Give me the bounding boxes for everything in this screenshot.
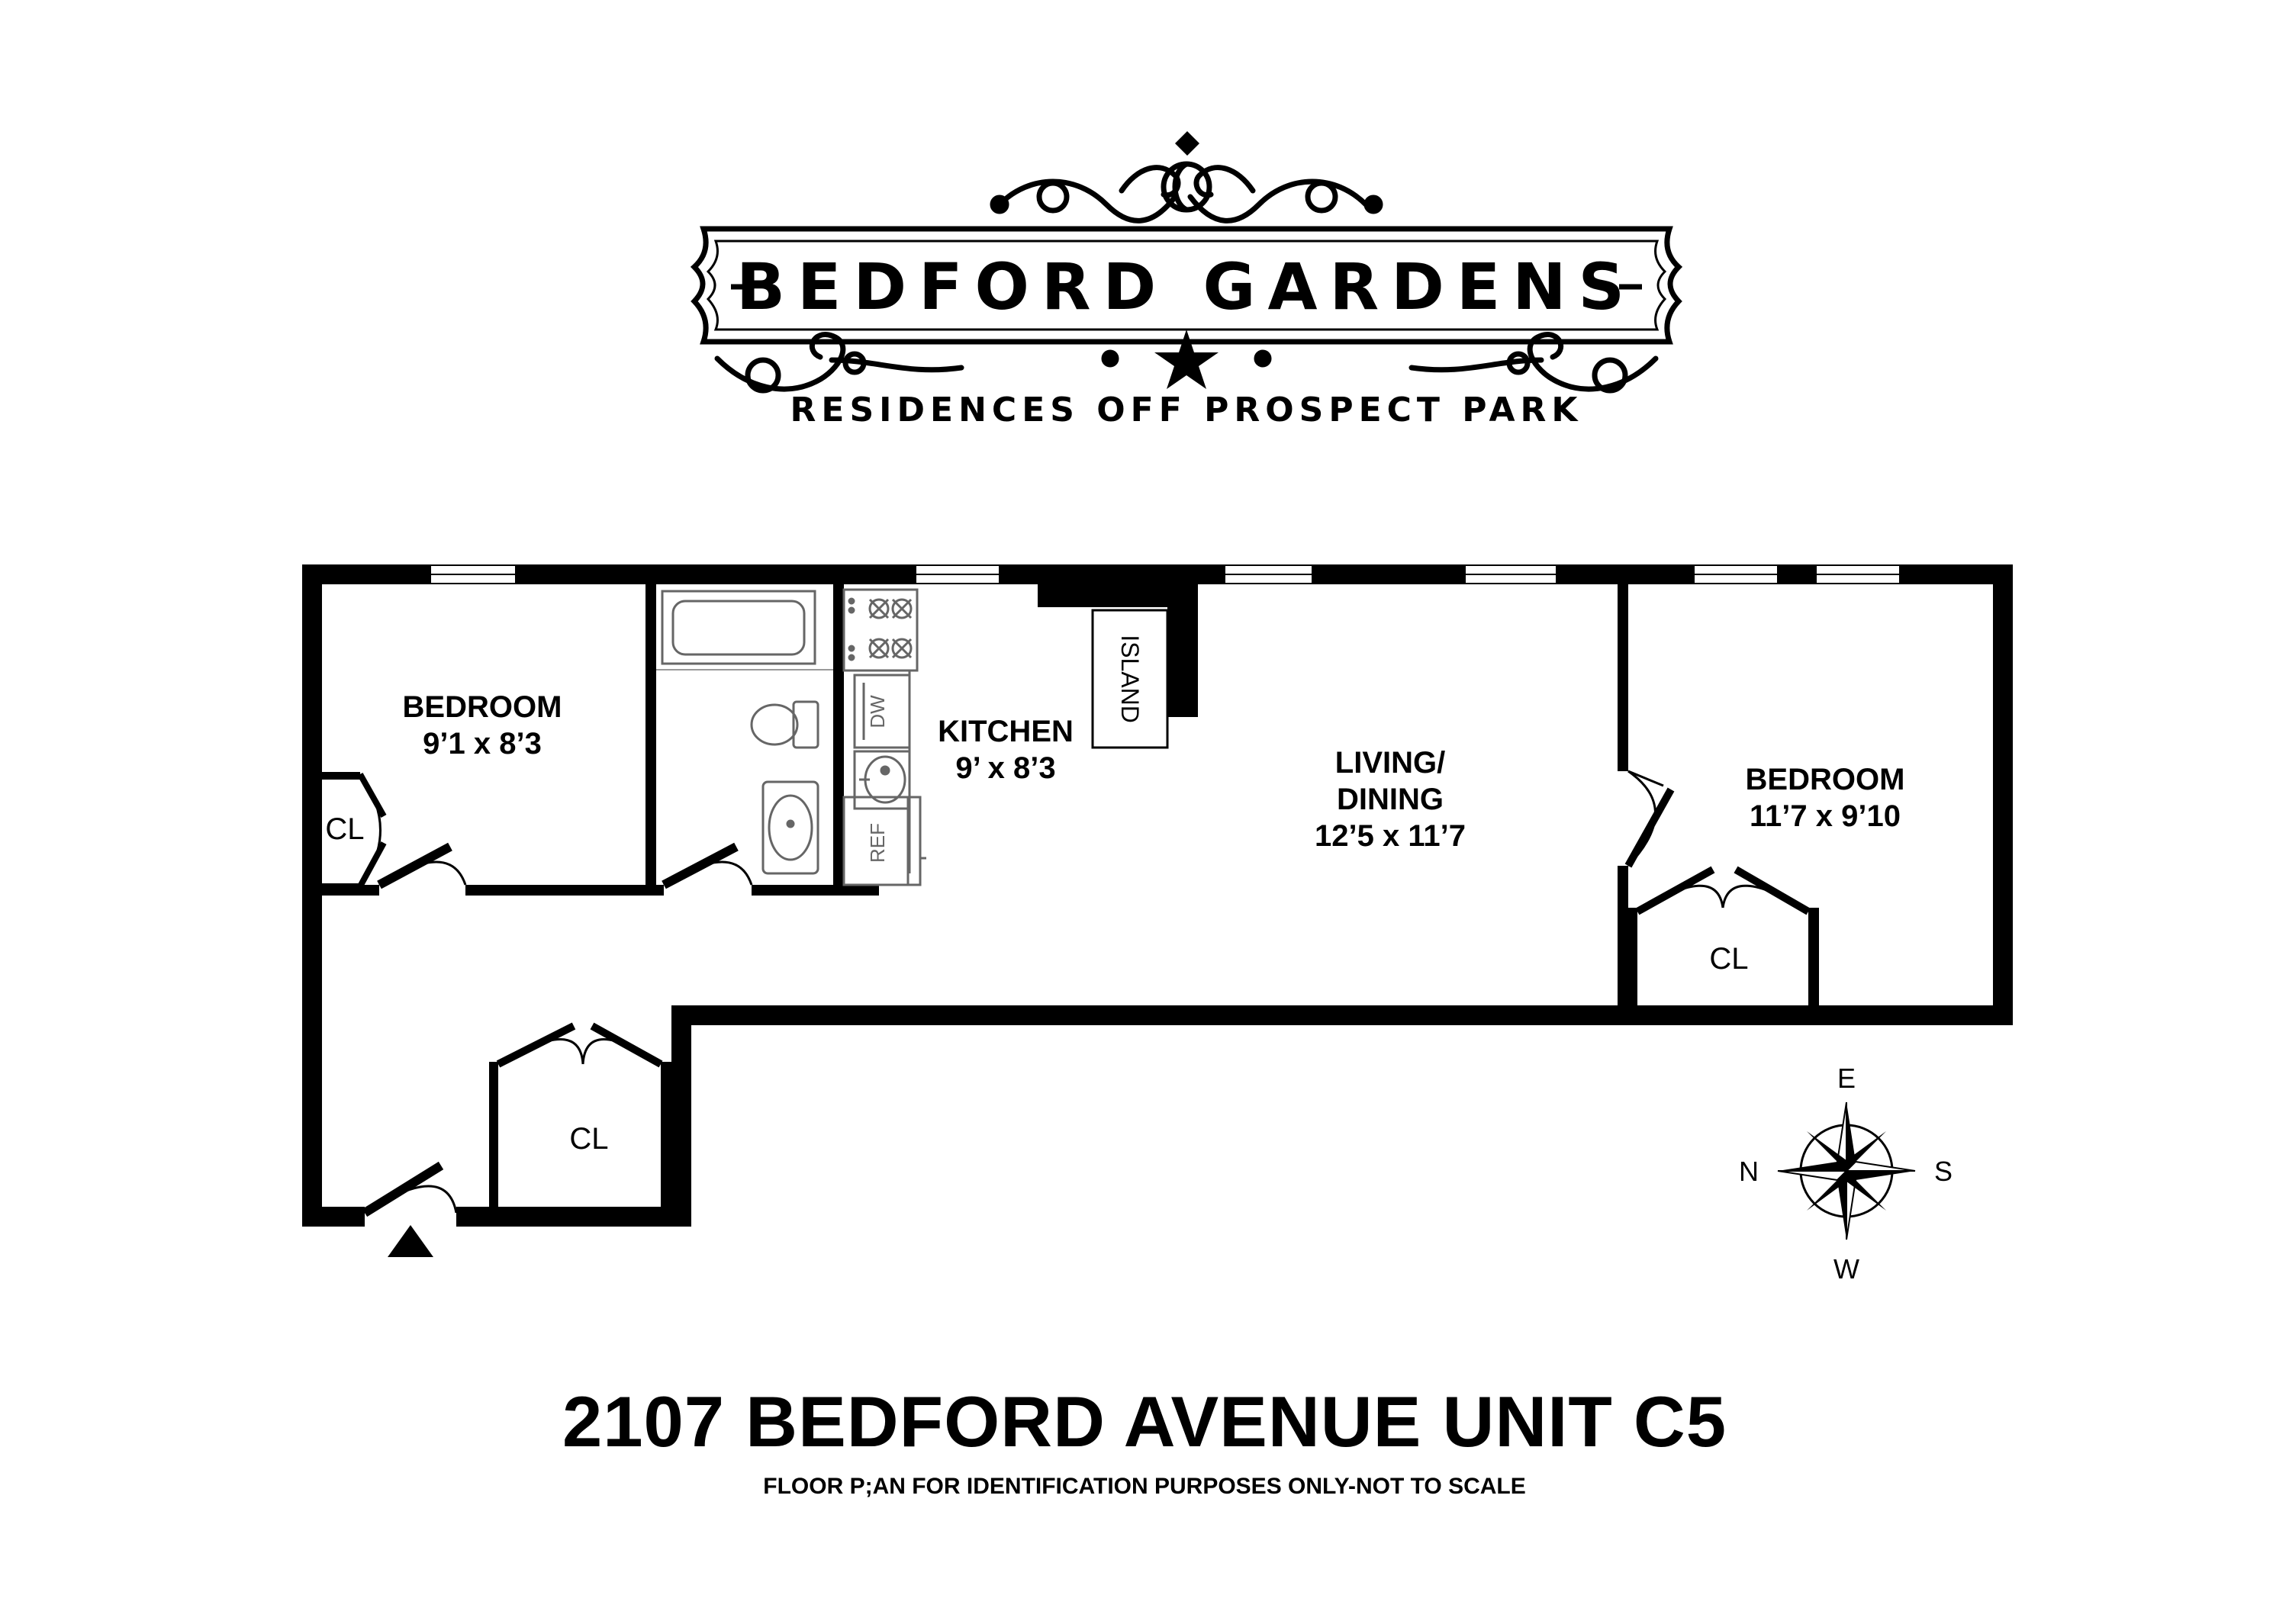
compass-north: N [1739,1156,1759,1187]
island-label: ISLAND [1116,635,1144,723]
bedroom-right-name: BEDROOM [1746,763,1905,796]
kitchen-name: KITCHEN [938,715,1074,748]
dishwasher-label: DW [866,695,889,728]
compass-west: W [1833,1253,1859,1285]
kitchen-size: 9’ x 8’3 [955,751,1055,785]
kitchen-island [1091,609,1169,749]
room-labels: BEDROOM 9’1 x 8’3 KITCHEN 9’ x 8’3 LIVIN… [325,690,1904,1156]
living-name-line1: LIVING/ [1335,746,1445,780]
refrigerator-label: REF [866,823,889,863]
compass-rose-icon [1777,1101,1916,1240]
toilet [750,700,819,749]
exterior-walls [302,564,2013,1227]
bedroom-left-size: 9’1 x 8’3 [423,727,542,761]
interior-walls [322,584,1819,1214]
windows [430,564,1901,584]
disclaimer-text: FLOOR P;AN FOR IDENTIFICATION PURPOSES O… [763,1474,1526,1499]
doors [357,770,1811,1217]
living-size: 12’5 x 11’7 [1315,819,1466,853]
dishwasher [853,674,911,749]
logo-bottom-ornament [714,332,1659,394]
property-address: 2107 BEDFORD AVENUE UNIT C5 [562,1381,1727,1462]
living-name-line2: DINING [1337,783,1444,816]
kitchen-fixtures [842,588,1169,886]
logo-top-ornament [990,131,1383,224]
stove-icon [842,588,919,672]
fixture-labels: DW REF ISLAND [866,635,1144,863]
closet-label-entry: CL [569,1122,608,1156]
bathtub [661,590,816,665]
compass-east: E [1837,1063,1856,1094]
bathroom-fixtures [656,590,833,875]
logo-banner-frame [690,226,1683,345]
brand-tagline: RESIDENCES OFF PROSPECT PARK [790,391,1583,429]
bedroom-right-size: 11’7 x 9’10 [1750,799,1901,833]
logo-star-icon [1154,330,1219,389]
closet-label-right: CL [1709,942,1748,976]
bedroom-left-name: BEDROOM [403,690,562,724]
refrigerator [842,796,926,886]
kitchen-sink [853,750,911,810]
compass-south: S [1934,1156,1953,1187]
closet-label-small-left: CL [325,812,364,846]
brand-name: BEDFORD GARDENS [736,249,1637,324]
entry-arrow-icon [388,1225,433,1257]
bath-sink [761,780,819,875]
brand-logo: BEDFORD GARDENS RESIDENCES OFF PROSPECT … [690,131,1683,429]
compass-labels: E W N S [1739,1063,1953,1285]
